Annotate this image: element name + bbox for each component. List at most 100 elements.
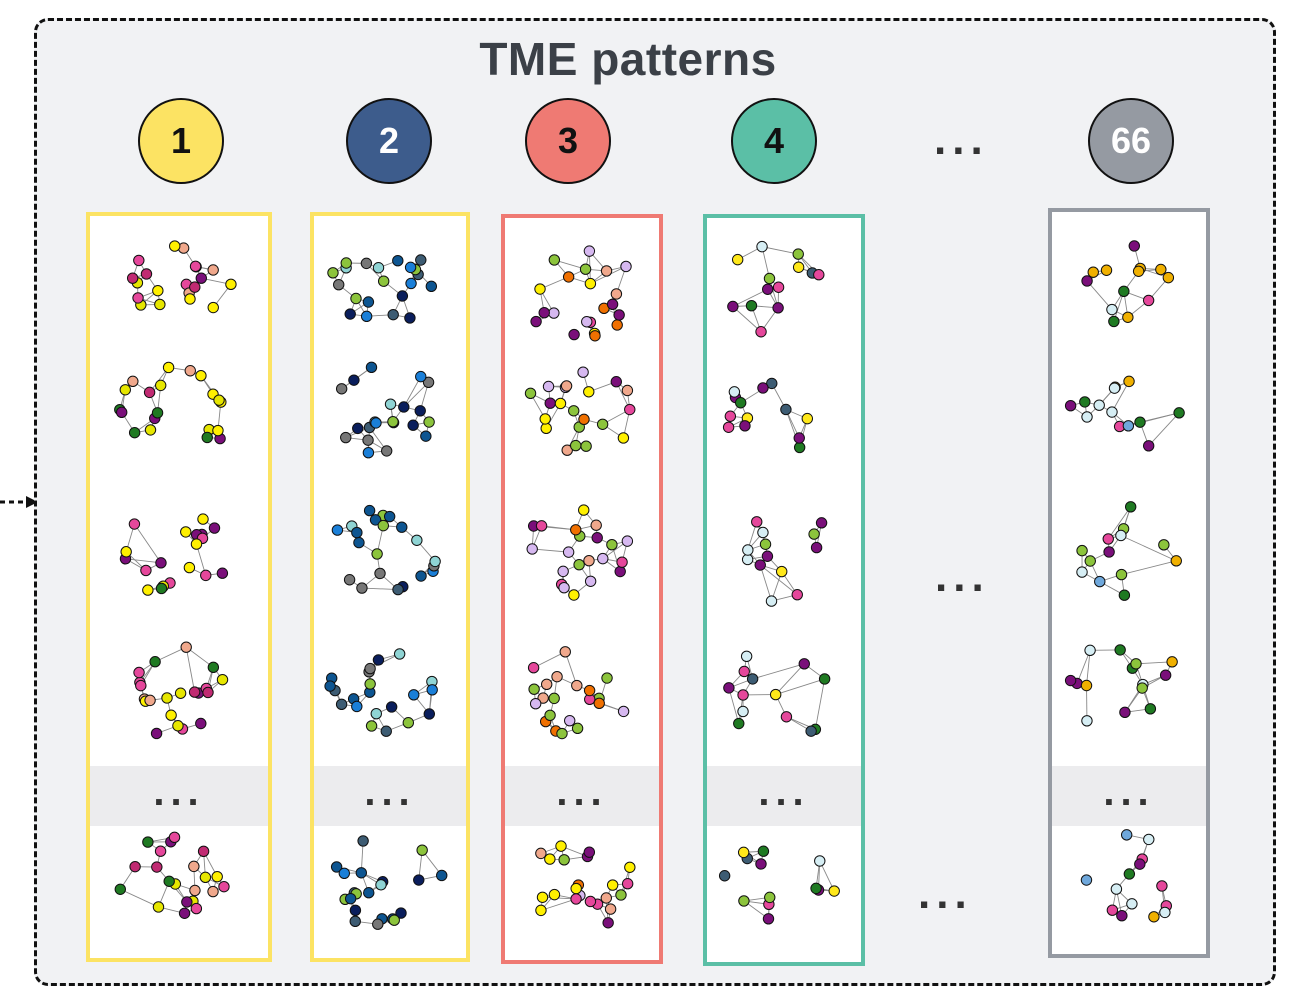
graph-node [570,524,582,536]
graph-node [126,272,139,284]
graph-node [578,413,590,426]
graph-node [436,869,448,882]
graph-node [583,684,596,697]
graph-node [180,641,192,653]
graph-node [570,893,582,905]
header-ellipsis: ... [934,115,989,164]
graph-node [548,692,560,705]
graph-node [754,559,766,571]
graph-node [411,534,423,546]
graph-node [371,548,383,560]
graph-node [340,257,352,269]
graph-node [133,254,145,267]
graph-node [818,673,831,685]
graph-node [616,556,628,568]
graph-node [1102,533,1114,545]
graph-node [529,698,542,710]
graph-node [348,374,360,386]
graph-node [1103,546,1115,558]
graph-node [590,519,602,531]
graph-node [570,882,582,895]
graph-node [739,420,751,432]
cell-graph [133,641,229,740]
graph-node [571,679,583,692]
graph-node [1155,263,1167,276]
graph-node [621,384,634,397]
graph-node [357,835,369,847]
graph-edge [732,306,762,333]
graph-node [172,720,184,732]
graph-node [611,319,623,331]
graph-node [602,917,614,929]
graph-node [775,565,788,578]
graph-node [356,582,368,594]
graph-node [548,254,561,266]
graph-node [600,265,613,277]
graph-node [426,684,438,696]
graph-node [581,316,593,328]
cell-graph [1081,240,1175,328]
graph-node [1156,880,1168,892]
cell-graph [1076,501,1182,601]
graph-edge [361,587,399,591]
graph-node [216,567,229,579]
cell-graph [530,245,632,342]
graph-node [1166,656,1178,668]
graph-node [155,557,167,569]
graph-node [142,584,154,596]
middle-ellipsis: ... [935,552,990,601]
graph-node [340,431,352,444]
graph-node [152,901,165,913]
graph-node [542,380,555,393]
pattern-badge-3: 3 [525,98,611,184]
graph-node [538,307,550,319]
graph-node [540,422,552,435]
graph-node [208,522,221,534]
graph-node [1110,883,1123,895]
graph-node [568,328,580,341]
graph-node [772,281,785,293]
graph-edge [775,678,825,695]
graph-node [540,678,553,690]
cell-graph [524,366,636,456]
graph-edge [154,646,187,663]
graph-node [731,253,744,266]
graph-edge [541,525,576,531]
graph-node [142,836,154,848]
graph-node [413,874,425,886]
graph-node [129,860,141,873]
graph-node [1115,568,1128,581]
graph-node [349,904,362,917]
graph-node [120,546,132,558]
graph-node [548,888,561,901]
graph-edge [1076,650,1091,684]
cell-graph [741,516,828,607]
graph-node [1144,703,1157,715]
graph-node [780,711,793,723]
graph-edge [134,523,162,564]
graph-node [761,283,774,295]
graph-node [330,861,343,873]
graph-node [1081,715,1093,727]
pattern-column-2: ... [310,212,470,962]
cell-graph [119,513,229,596]
graph-node [810,882,822,895]
graph-node [1118,285,1130,297]
cell-graph [114,831,230,919]
graph-node [559,646,571,658]
graph-node [353,536,365,549]
graph-node [535,847,547,860]
graph-node [398,401,410,413]
graph-node [1158,539,1170,551]
graph-node [169,240,181,252]
graph-node [195,370,207,382]
column-ellipsis: ... [556,770,608,814]
graph-node [1106,303,1118,316]
graph-node [624,861,636,873]
graph-node [536,891,549,903]
graph-node [1116,909,1128,922]
graph-node [763,272,776,285]
graph-node [422,376,435,389]
graph-node [225,278,237,291]
graph-node [380,445,393,457]
